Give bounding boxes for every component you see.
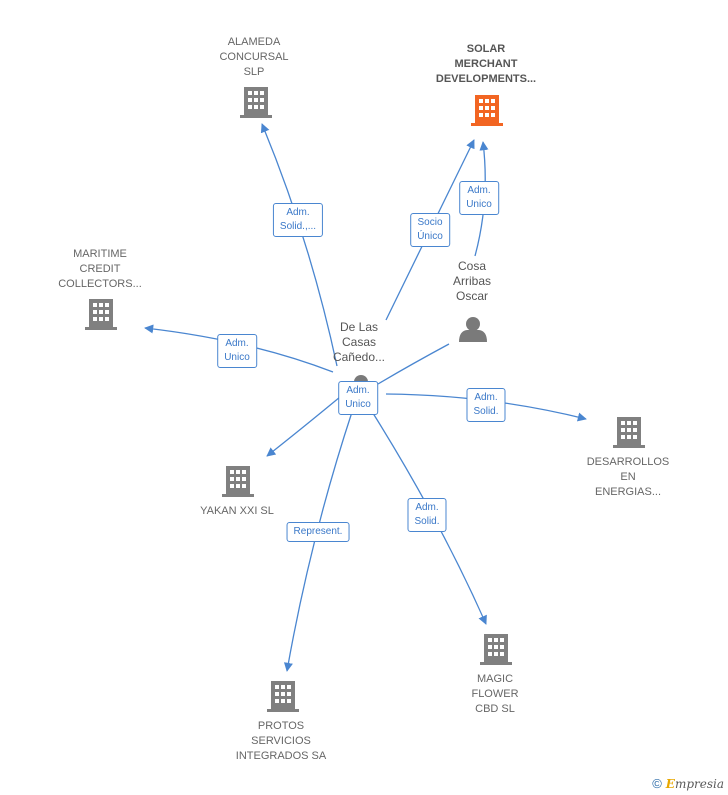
- person-label-delascasas[interactable]: De Las Casas Cañedo...: [332, 320, 386, 364]
- edge-label-magic[interactable]: Adm. Solid.: [407, 498, 447, 532]
- company-label-yakan[interactable]: YAKAN XXI SL: [200, 505, 274, 517]
- building-icon[interactable]: [613, 417, 645, 448]
- building-icon[interactable]: [267, 681, 299, 712]
- edge-label-desarrollos[interactable]: Adm. Solid.: [466, 388, 506, 422]
- edge-label-solar-adm[interactable]: Adm. Unico: [459, 181, 499, 215]
- company-label-maritime[interactable]: MARITIME CREDIT COLLECTORS...: [58, 248, 142, 290]
- person-icon[interactable]: [459, 317, 487, 342]
- footer-brand: ©Empresia: [652, 776, 724, 791]
- company-label-magic[interactable]: MAGIC FLOWER CBD SL: [471, 673, 519, 715]
- brand-logo[interactable]: Empresia: [666, 777, 724, 791]
- edge-label-alameda[interactable]: Adm. Solid.,...: [272, 203, 324, 237]
- company-label-desarrollos[interactable]: DESARROLLOS EN ENERGIAS...: [586, 456, 670, 498]
- building-icon[interactable]: [480, 634, 512, 665]
- company-label-protos[interactable]: PROTOS SERVICIOS INTEGRADOS SA: [235, 720, 327, 762]
- edge-label-solar-socio[interactable]: Socio Único: [410, 213, 450, 247]
- brand-logo-initial: E: [665, 777, 675, 791]
- person-label-cosa[interactable]: Cosa Arribas Oscar: [452, 259, 491, 303]
- copyright-symbol: ©: [652, 776, 662, 791]
- building-icon[interactable]: [240, 87, 272, 118]
- company-label-solar[interactable]: SOLAR MERCHANT DEVELOPMENTS...: [435, 43, 537, 85]
- building-icon[interactable]: [85, 299, 117, 330]
- building-icon-highlighted[interactable]: [471, 95, 503, 126]
- edge-label-represent[interactable]: Represent.: [286, 522, 350, 542]
- company-label-alameda[interactable]: ALAMEDA CONCURSAL SLP: [219, 36, 289, 78]
- edge-yakan: [266, 396, 341, 457]
- edge-label-maritime[interactable]: Adm. Unico: [217, 334, 257, 368]
- edge-alameda: [260, 123, 338, 367]
- building-icon[interactable]: [222, 466, 254, 497]
- company-icons: [85, 87, 645, 712]
- edge-label-center[interactable]: Adm. Unico: [338, 381, 378, 415]
- edge-cosa-center: [377, 343, 450, 385]
- brand-logo-text: mpresia: [674, 777, 724, 791]
